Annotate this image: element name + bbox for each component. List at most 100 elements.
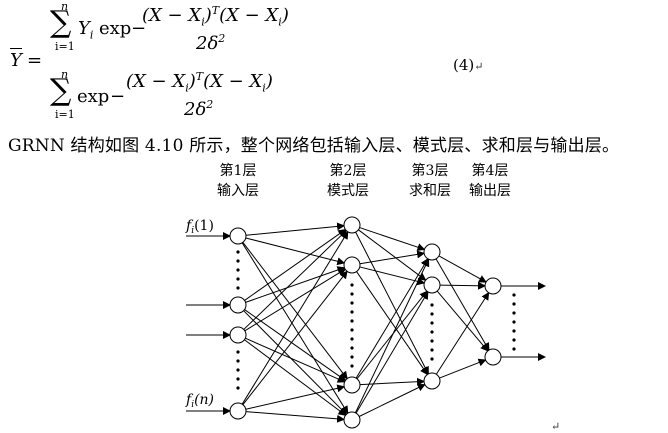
ellipsis-dot — [350, 292, 354, 296]
ellipsis-dot — [350, 328, 354, 332]
edge-input-pattern — [245, 222, 346, 236]
edge-summation-output — [435, 258, 490, 351]
edge-pattern-summation — [359, 266, 426, 286]
edge-pattern-summation — [356, 271, 429, 376]
den-inner-numerator: (X − Xi)T(X − Xi) — [126, 70, 273, 95]
edge-summation-output — [439, 358, 487, 379]
edge-pattern-summation — [358, 383, 426, 417]
ellipsis-dot — [236, 386, 240, 390]
input-label-bottom: fi(n) — [185, 392, 214, 410]
edge-pattern-summation — [359, 227, 426, 251]
ellipsis-dot — [512, 293, 516, 297]
formula-lhs: Y — [10, 48, 22, 71]
edge-pattern-summation — [354, 258, 430, 413]
num-inner-denominator: 2δ2 — [196, 32, 226, 54]
edge-summation-output — [438, 255, 487, 283]
edge-input-pattern — [245, 411, 346, 423]
pattern-node — [343, 256, 361, 274]
edge-summation-output — [435, 291, 490, 375]
den-exp: exp — [77, 86, 110, 107]
ellipsis-dot — [350, 355, 354, 359]
ellipsis-dot — [236, 268, 240, 272]
num-sum-upper: n — [61, 0, 69, 13]
ellipsis-dot — [430, 321, 434, 325]
input-node — [229, 227, 247, 245]
num-minus: − — [131, 18, 147, 39]
ellipsis-dot — [350, 310, 354, 314]
num-sum-lower: i=1 — [55, 40, 75, 53]
ellipsis-dot — [430, 339, 434, 343]
input-node — [229, 296, 247, 314]
ellipsis-dot — [512, 338, 516, 342]
summation-node — [423, 372, 441, 390]
edge-input-pattern — [241, 242, 349, 415]
ellipsis-dot — [236, 277, 240, 281]
return-mark: ↵ — [551, 420, 561, 433]
layer-label-4: 第4层输出层 — [469, 163, 511, 199]
summation-node — [423, 276, 441, 294]
input-label-top: fi(1) — [185, 218, 214, 236]
den-inner-denominator: 2δ2 — [184, 98, 214, 120]
ellipsis-dot — [512, 320, 516, 324]
layer-label-3: 第3层求和层 — [409, 163, 451, 199]
edge-input-pattern — [244, 339, 347, 416]
edge-summation-output — [439, 281, 487, 290]
edge-input-pattern — [243, 229, 347, 330]
num-sum-symbol: ∑ — [50, 5, 72, 40]
ellipsis-dot — [430, 330, 434, 334]
edge-pattern-summation — [358, 229, 427, 281]
edge-input-pattern — [243, 310, 348, 416]
ellipsis-dot — [350, 337, 354, 341]
pattern-node — [343, 411, 361, 429]
edge-summation-output — [436, 290, 489, 352]
ellipsis-dot — [512, 302, 516, 306]
edge-input-pattern — [244, 229, 347, 301]
ellipsis-dot — [350, 346, 354, 350]
ellipsis-dot — [512, 347, 516, 351]
ellipsis-dot — [350, 319, 354, 323]
edge-input-pattern — [244, 268, 347, 332]
input-node — [229, 402, 247, 420]
ellipsis-dot — [350, 283, 354, 287]
edge-input-pattern — [245, 266, 346, 303]
output-node — [484, 348, 502, 366]
edge-input-pattern — [245, 237, 346, 266]
num-y-term: Yi — [78, 18, 94, 42]
ellipsis-dot — [430, 357, 434, 361]
input-node — [229, 326, 247, 344]
ellipsis-dot — [236, 377, 240, 381]
layer-label-1: 第1层输入层 — [217, 163, 259, 199]
den-sum-upper: n — [61, 68, 69, 81]
edge-input-pattern — [241, 230, 349, 405]
output-node — [484, 277, 502, 295]
ellipsis-dot — [236, 250, 240, 254]
edge-input-pattern — [242, 242, 348, 380]
edge-pattern-summation — [355, 231, 429, 375]
ellipsis-dot — [236, 286, 240, 290]
ellipsis-dot — [430, 303, 434, 307]
edge-pattern-summation — [359, 250, 426, 265]
ellipsis-dot — [512, 329, 516, 333]
ellipsis-dot — [350, 301, 354, 305]
ellipsis-dot — [512, 311, 516, 315]
caption-text: GRNN 结构如图 4.10 所示，整个网络包括输入层、模式层、求和层与输出层。 — [8, 136, 620, 156]
edge-pattern-summation — [359, 377, 426, 386]
den-sum-symbol: ∑ — [50, 73, 72, 108]
ellipsis-dot — [350, 364, 354, 368]
formula-equals: = — [27, 50, 43, 71]
ellipsis-dot — [236, 259, 240, 263]
edge-input-pattern — [245, 384, 346, 410]
den-sum-lower: i=1 — [55, 108, 75, 121]
ellipsis-dot — [236, 359, 240, 363]
den-minus: − — [110, 86, 126, 107]
pattern-node — [343, 376, 361, 394]
equation-number: (4)↵ — [453, 56, 484, 74]
edge-input-pattern — [242, 270, 348, 406]
ellipsis-dot — [430, 348, 434, 352]
num-inner-numerator: (X − Xi)T(X − Xi) — [142, 4, 289, 29]
layer-label-2: 第2层模式层 — [327, 163, 369, 199]
summation-node — [423, 243, 441, 261]
ellipsis-dot — [236, 368, 240, 372]
edge-pattern-summation — [355, 257, 429, 379]
